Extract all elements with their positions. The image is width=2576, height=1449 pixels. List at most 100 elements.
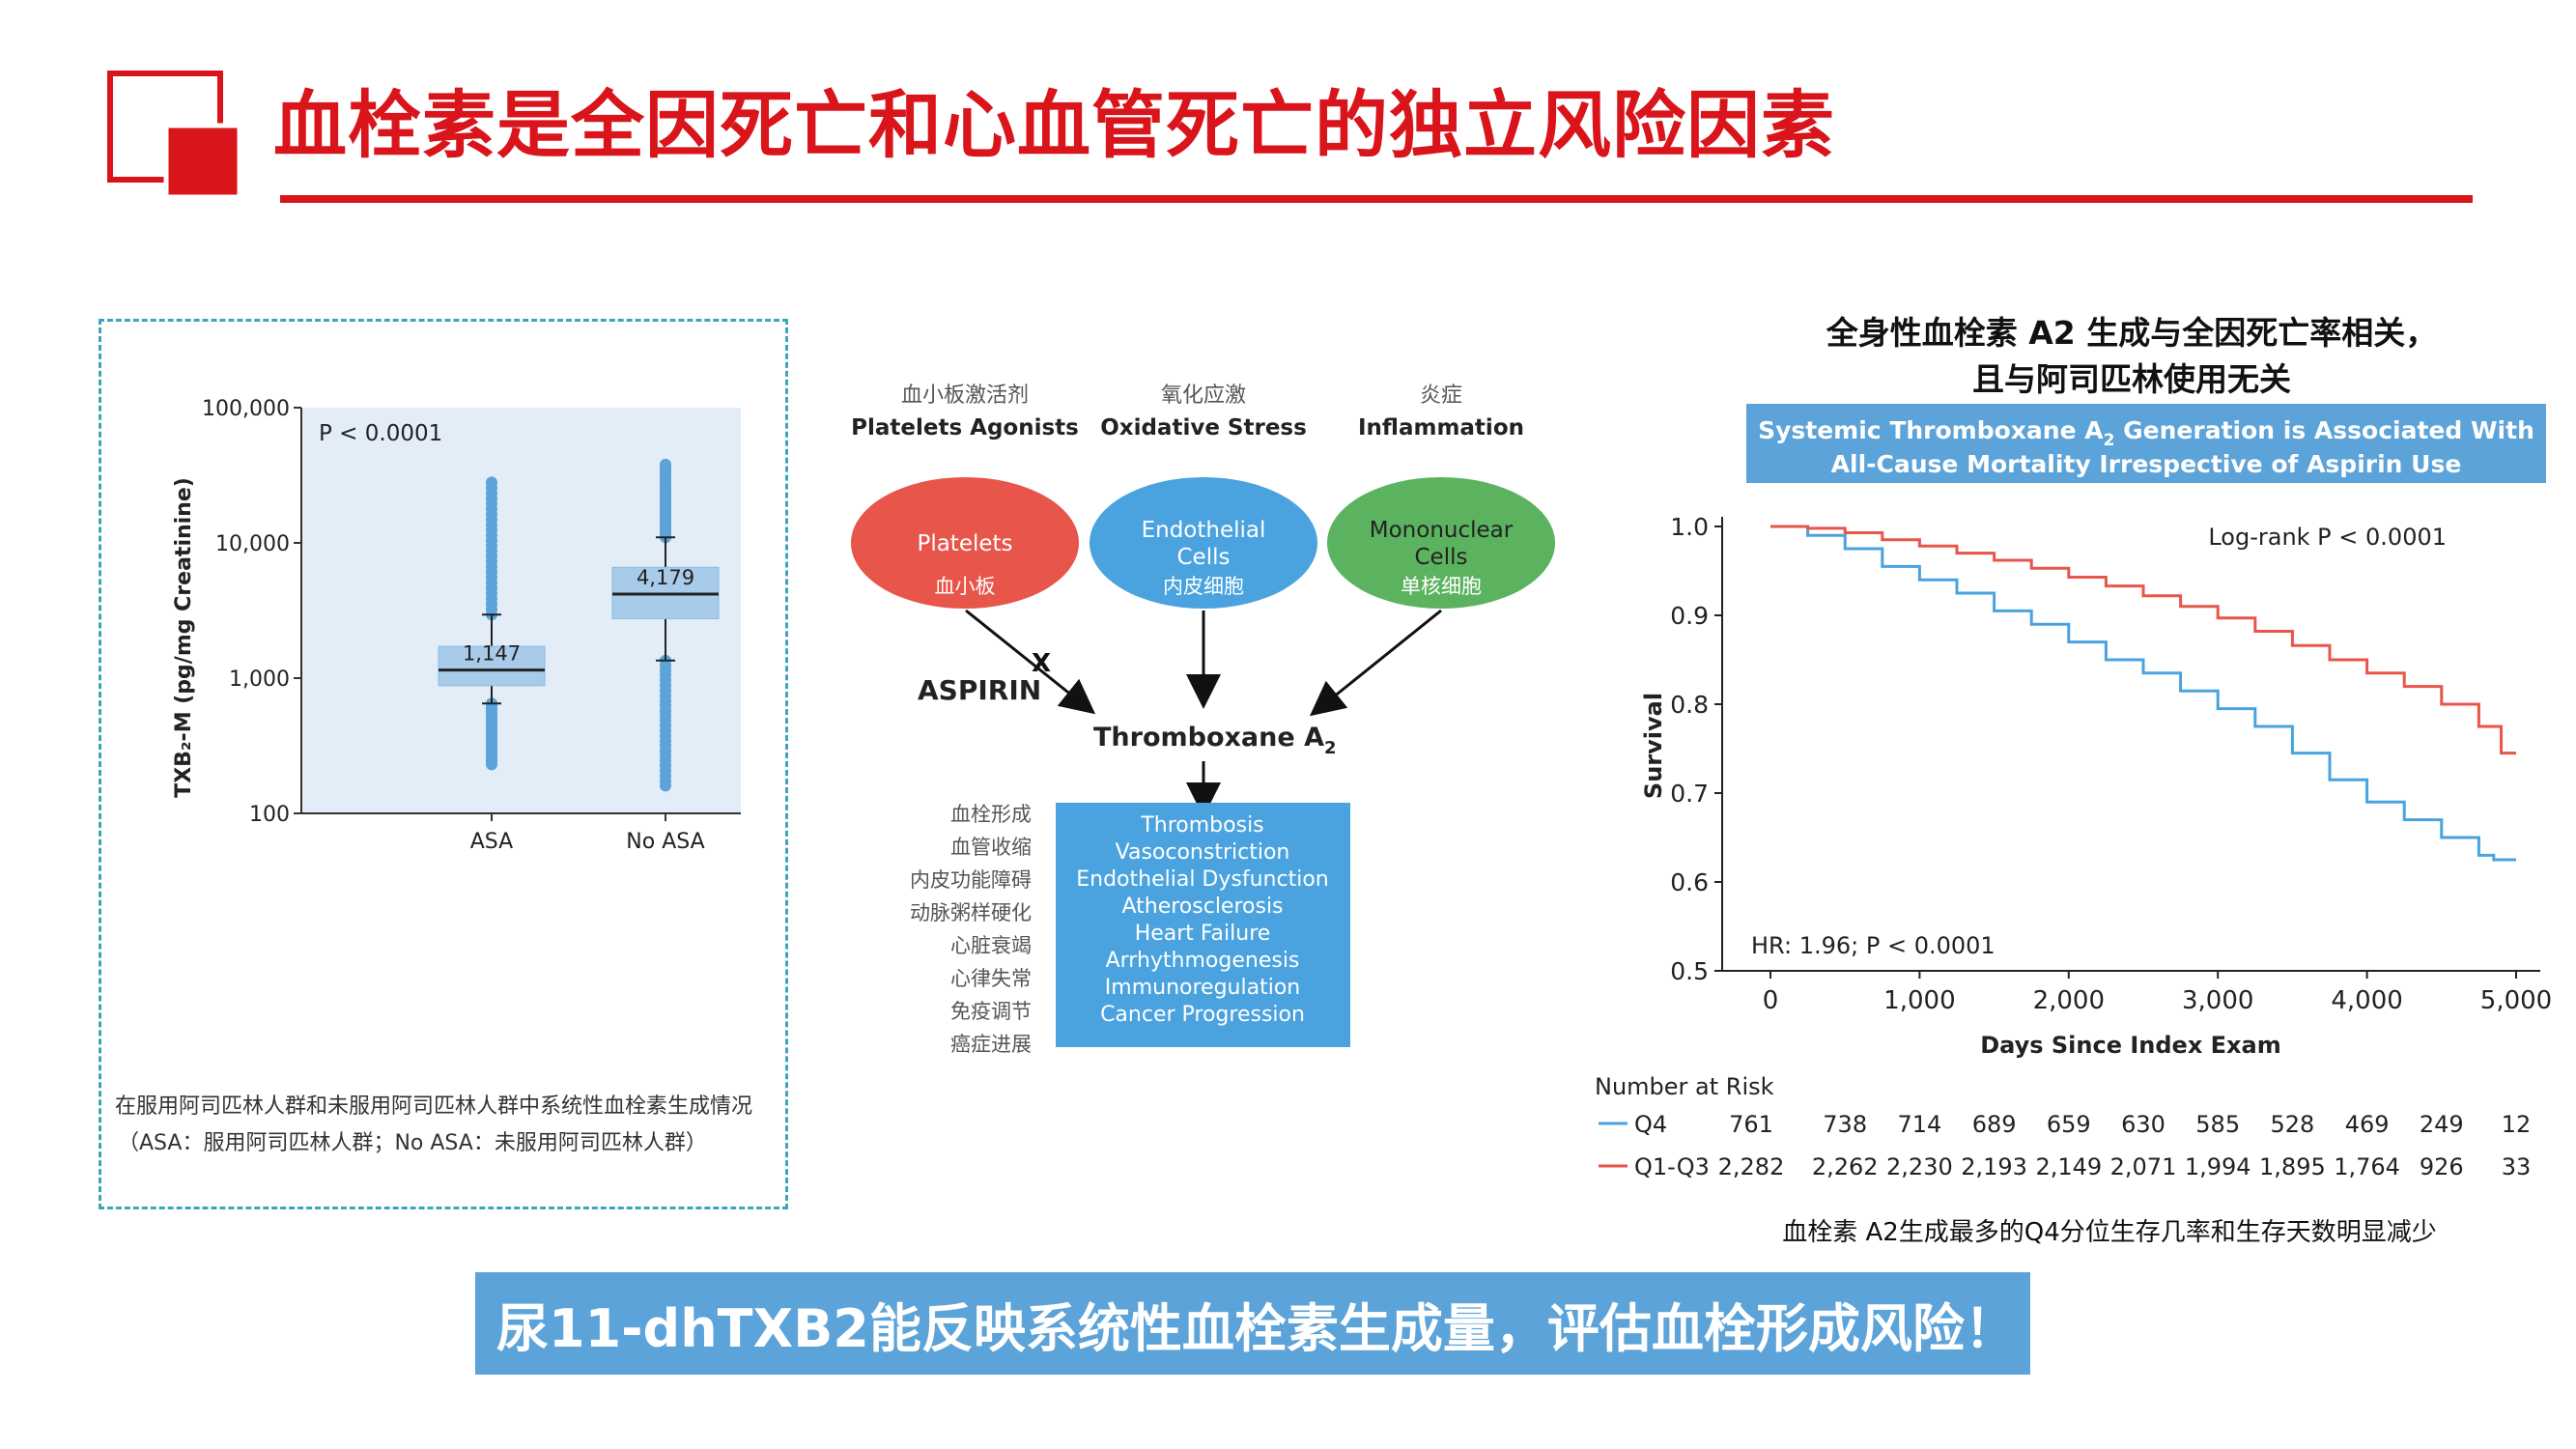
risk-row-value: 12	[2502, 1111, 2532, 1138]
boxplot-y-tick-label: 10,000	[215, 532, 290, 556]
boxplot-caption-line2: （ASA：服用阿司匹林人群；No ASA：未服用阿司匹林人群）	[118, 1131, 707, 1155]
risk-row-value: 528	[2270, 1111, 2314, 1138]
km-y-axis-label: Survival	[1640, 693, 1667, 799]
bottom-conclusion-text: 尿11-dhTXB2能反映系统性血栓素生成量，评估血栓形成风险！	[496, 1297, 2017, 1359]
km-y-tick-label: 0.9	[1670, 602, 1709, 630]
source-en-oxidative-stress: Oxidative Stress	[1100, 415, 1307, 440]
effect-cn-item: 动脉粥样硬化	[910, 901, 1032, 924]
arrow-platelets-to-txa2	[965, 609, 1096, 715]
risk-row-name: Q4	[1634, 1111, 1667, 1138]
effect-en-item: Heart Failure	[1135, 922, 1271, 946]
boxplot-panel	[99, 319, 788, 1209]
platelets-en-label: Platelets	[917, 531, 1012, 556]
risk-row-value: 738	[1823, 1111, 1867, 1138]
page-title: 血栓素是全因死亡和心血管死亡的独立风险因素	[273, 82, 1835, 168]
boxplot-outlier-point	[486, 476, 497, 489]
effect-en-item: Thrombosis	[1140, 813, 1263, 838]
risk-row-value: 714	[1897, 1111, 1941, 1138]
boxplot-p-value: P < 0.0001	[319, 421, 442, 446]
mononuclear-cells-ellipse	[1327, 477, 1555, 609]
km-series-q1-q3	[1770, 525, 2516, 755]
boxplot-group-label: No ASA	[626, 830, 704, 854]
risk-row-value: 1,764	[2334, 1153, 2400, 1180]
risk-row-value: 33	[2502, 1153, 2532, 1180]
boxplot-median-label: 1,147	[463, 642, 521, 666]
effect-cn-item: 内皮功能障碍	[910, 868, 1032, 892]
source-cn-inflammation: 炎症	[1420, 384, 1462, 408]
risk-row-value: 2,071	[2110, 1153, 2177, 1180]
endothelial-cn-label: 内皮细胞	[1163, 575, 1244, 598]
boxplot-y-axis-label: TXB₂-M (pg/mg Creatinine)	[172, 477, 196, 798]
risk-row-value: 689	[1972, 1111, 2017, 1138]
effect-en-item: Endothelial Dysfunction	[1076, 867, 1328, 892]
title-logo-mark	[107, 71, 241, 199]
km-x-tick-label: 4,000	[2331, 986, 2402, 1015]
risk-row-value: 2,262	[1812, 1153, 1879, 1180]
km-title-banner	[1746, 404, 2546, 483]
km-x-tick-label: 5,000	[2480, 986, 2552, 1015]
endothelial-en-line1: Endothelial	[1142, 518, 1266, 543]
km-y-tick-label: 0.6	[1670, 868, 1709, 896]
boxplot-y-tick-label: 100,000	[202, 397, 290, 421]
km-survival-figure: 全身性血栓素 A2 生成与全因死亡率相关， 且与阿司匹林使用无关 Systemi…	[1595, 314, 2552, 1247]
km-x-tick-label: 0	[1763, 986, 1779, 1015]
effect-cn-item: 免疫调节	[950, 1000, 1032, 1023]
km-hazard-ratio: HR: 1.96; P < 0.0001	[1751, 932, 1996, 959]
km-banner-line1: Systemic Thromboxane A2 Generation is As…	[1758, 416, 2534, 450]
effect-en-item: Immunoregulation	[1105, 976, 1300, 1000]
km-x-axis-label: Days Since Index Exam	[1980, 1032, 2281, 1059]
source-cn-oxidative-stress: 氧化应激	[1161, 384, 1246, 408]
km-y-tick-label: 0.7	[1670, 780, 1709, 808]
effect-cn-item: 血管收缩	[950, 836, 1032, 859]
effect-en-item: Atherosclerosis	[1121, 895, 1283, 919]
km-y-tick-label: 0.8	[1670, 691, 1709, 719]
risk-row-value: 1,994	[2185, 1153, 2251, 1180]
boxplot-box	[438, 645, 546, 687]
number-at-risk-label: Number at Risk	[1595, 1073, 1774, 1100]
effect-en-item: Arrhythmogenesis	[1106, 949, 1300, 973]
km-x-tick-label: 2,000	[2033, 986, 2105, 1015]
km-log-rank: Log-rank P < 0.0001	[2208, 524, 2447, 551]
effect-cn-item: 心律失常	[950, 967, 1032, 990]
km-heading-line2: 且与阿司匹林使用无关	[1972, 360, 2291, 398]
risk-row-name: Q1-Q3	[1634, 1153, 1710, 1180]
mononuclear-en-line1: Mononuclear	[1370, 518, 1514, 543]
risk-row-value: 2,230	[1886, 1153, 1953, 1180]
aspirin-block-mark: X	[1032, 649, 1051, 678]
risk-row-value: 2,149	[2035, 1153, 2102, 1180]
effect-en-item: Vasoconstriction	[1116, 840, 1290, 865]
arrow-mononuclear-to-txa2	[1309, 609, 1442, 717]
boxplot-caption-line1: 在服用阿司匹林人群和未服用阿司匹林人群中系统性血栓素生成情况	[115, 1094, 752, 1119]
title-underline	[280, 195, 2473, 203]
risk-row-value: 249	[2420, 1111, 2464, 1138]
bottom-conclusion-banner: 尿11-dhTXB2能反映系统性血栓素生成量，评估血栓形成风险！	[475, 1272, 2030, 1375]
km-banner-line2: All-Cause Mortality Irrespective of Aspi…	[1831, 450, 2462, 478]
effect-cn-item: 血栓形成	[950, 803, 1032, 826]
source-en-inflammation: Inflammation	[1358, 415, 1524, 440]
platelets-cn-label: 血小板	[935, 575, 996, 598]
effects-box	[1056, 803, 1350, 1047]
platelets-ellipse	[851, 477, 1079, 609]
thromboxane-label: Thromboxane A2	[1093, 723, 1337, 758]
km-y-tick-label: 0.5	[1670, 957, 1709, 985]
mononuclear-en-line2: Cells	[1415, 545, 1468, 570]
boxplot-median-label: 4,179	[637, 566, 694, 589]
risk-row-value: 1,895	[2259, 1153, 2326, 1180]
km-heading-line1: 全身性血栓素 A2 生成与全因死亡率相关，	[1826, 314, 2437, 352]
risk-row-value: 469	[2345, 1111, 2390, 1138]
boxplot-y-tick-label: 1,000	[229, 668, 290, 692]
source-cn-platelet-agonists: 血小板激活剂	[901, 384, 1029, 408]
km-series-q4	[1770, 525, 2516, 862]
km-x-tick-label: 1,000	[1883, 986, 1955, 1015]
thromboxane-pathway-diagram: 血小板激活剂 Platelets Agonists 氧化应激 Oxidative…	[851, 384, 1555, 1056]
boxplot-outlier-point	[660, 458, 671, 470]
risk-row-value: 659	[2047, 1111, 2091, 1138]
risk-row-value: 926	[2420, 1153, 2464, 1180]
boxplot-group-label: ASA	[470, 830, 513, 854]
km-y-tick-label: 1.0	[1670, 513, 1709, 541]
risk-row-value: 2,193	[1961, 1153, 2027, 1180]
